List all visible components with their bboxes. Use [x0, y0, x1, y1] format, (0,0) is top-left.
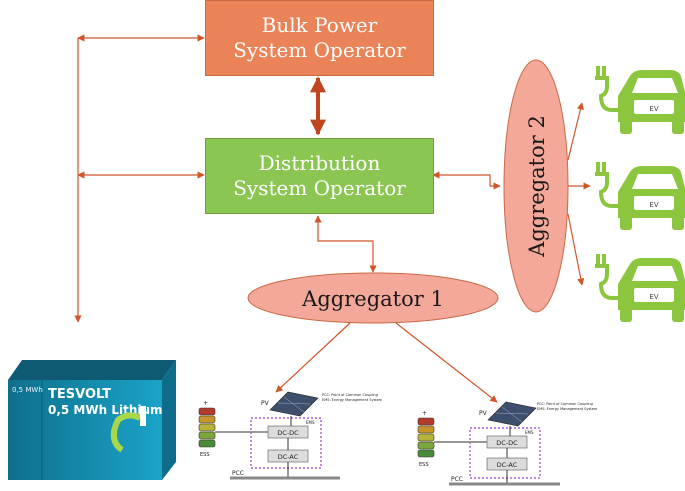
microgrid2-storage — [417, 417, 435, 458]
microgrid1-storage — [198, 407, 216, 448]
dso-aggregator1-arrow — [314, 215, 377, 273]
microgrid1-legend1: PCC: Point of Common Coupling — [322, 393, 378, 397]
aggregator2-label: Aggregator 2 — [525, 115, 549, 258]
microgrid2-pv-panel — [487, 401, 537, 427]
battery-logo-bar — [140, 406, 146, 426]
microgrid2-dcdc: DC-DC — [496, 439, 518, 447]
dso-line1: Distribution — [258, 151, 381, 175]
aggregator1-node — [247, 272, 499, 324]
bpso-line2: System Operator — [233, 38, 406, 62]
dso-aggregator2-arrow — [432, 171, 501, 190]
microgrid2-legend2: EMS: Energy Management System — [537, 407, 598, 411]
aggregator2-ev-arrows — [567, 102, 591, 286]
microgrid1-ems-label: EMS — [306, 420, 315, 425]
svg-text:+: + — [203, 400, 208, 407]
ev-car-3: EV — [595, 254, 685, 322]
ev3-arrow — [567, 213, 585, 286]
microgrid1-arrow — [275, 322, 351, 393]
svg-text:+: + — [422, 410, 427, 417]
battery-logo-swoosh — [110, 412, 142, 453]
ev-car-1: EV — [595, 66, 685, 134]
bpso-node: Bulk Power System Operator — [205, 0, 434, 76]
dso-node: Distribution System Operator — [205, 138, 434, 214]
microgrid2-pcc: PCC — [451, 476, 463, 483]
dso-line2: System Operator — [233, 176, 406, 200]
battery-container: TESVOLT 0,5 MWh Lithium 0,5 MWh — [8, 360, 176, 480]
aggregator1-label: Aggregator 1 — [301, 287, 444, 311]
ev-label-3: EV — [649, 293, 658, 301]
microgrid1-pv-panel — [269, 391, 319, 417]
microgrid2-ems-boundary — [469, 427, 541, 479]
microgrid-1: + ESS PV PCC: Point of Common Coupling E… — [198, 391, 383, 480]
microgrid2-legend1: PCC: Point of Common Coupling — [537, 402, 593, 406]
ev-car-2: EV — [595, 162, 685, 230]
microgrid-2: + ESS PV PCC: Point of Common Coupling E… — [417, 401, 598, 486]
microgrid2-pv-label: PV — [479, 410, 488, 417]
bpso-line1: Bulk Power — [261, 13, 378, 37]
microgrid1-dcdc: DC-DC — [277, 429, 299, 437]
ev-label-1: EV — [649, 105, 658, 113]
microgrid1-pv-label: PV — [261, 400, 270, 407]
ev-label-2: EV — [649, 201, 658, 209]
battery-side-label: 0,5 MWh — [12, 386, 43, 394]
microgrid2-arrow — [395, 322, 498, 403]
left-bus-connectors — [74, 34, 205, 323]
microgrid2-storage-label: ESS — [419, 462, 429, 468]
microgrid1-storage-label: ESS — [200, 452, 210, 458]
battery-brand: TESVOLT — [48, 387, 111, 402]
aggregator1-microgrid-arrows — [275, 322, 498, 403]
ev1-arrow — [567, 102, 584, 161]
microgrid2-ems-label: EMS — [525, 430, 534, 435]
microgrid2-dcac: DC-AC — [497, 461, 518, 469]
microgrid1-dcac: DC-AC — [278, 453, 299, 461]
microgrid1-legend2: EMS: Energy Management System — [322, 398, 383, 402]
microgrid1-pcc: PCC — [232, 470, 244, 477]
